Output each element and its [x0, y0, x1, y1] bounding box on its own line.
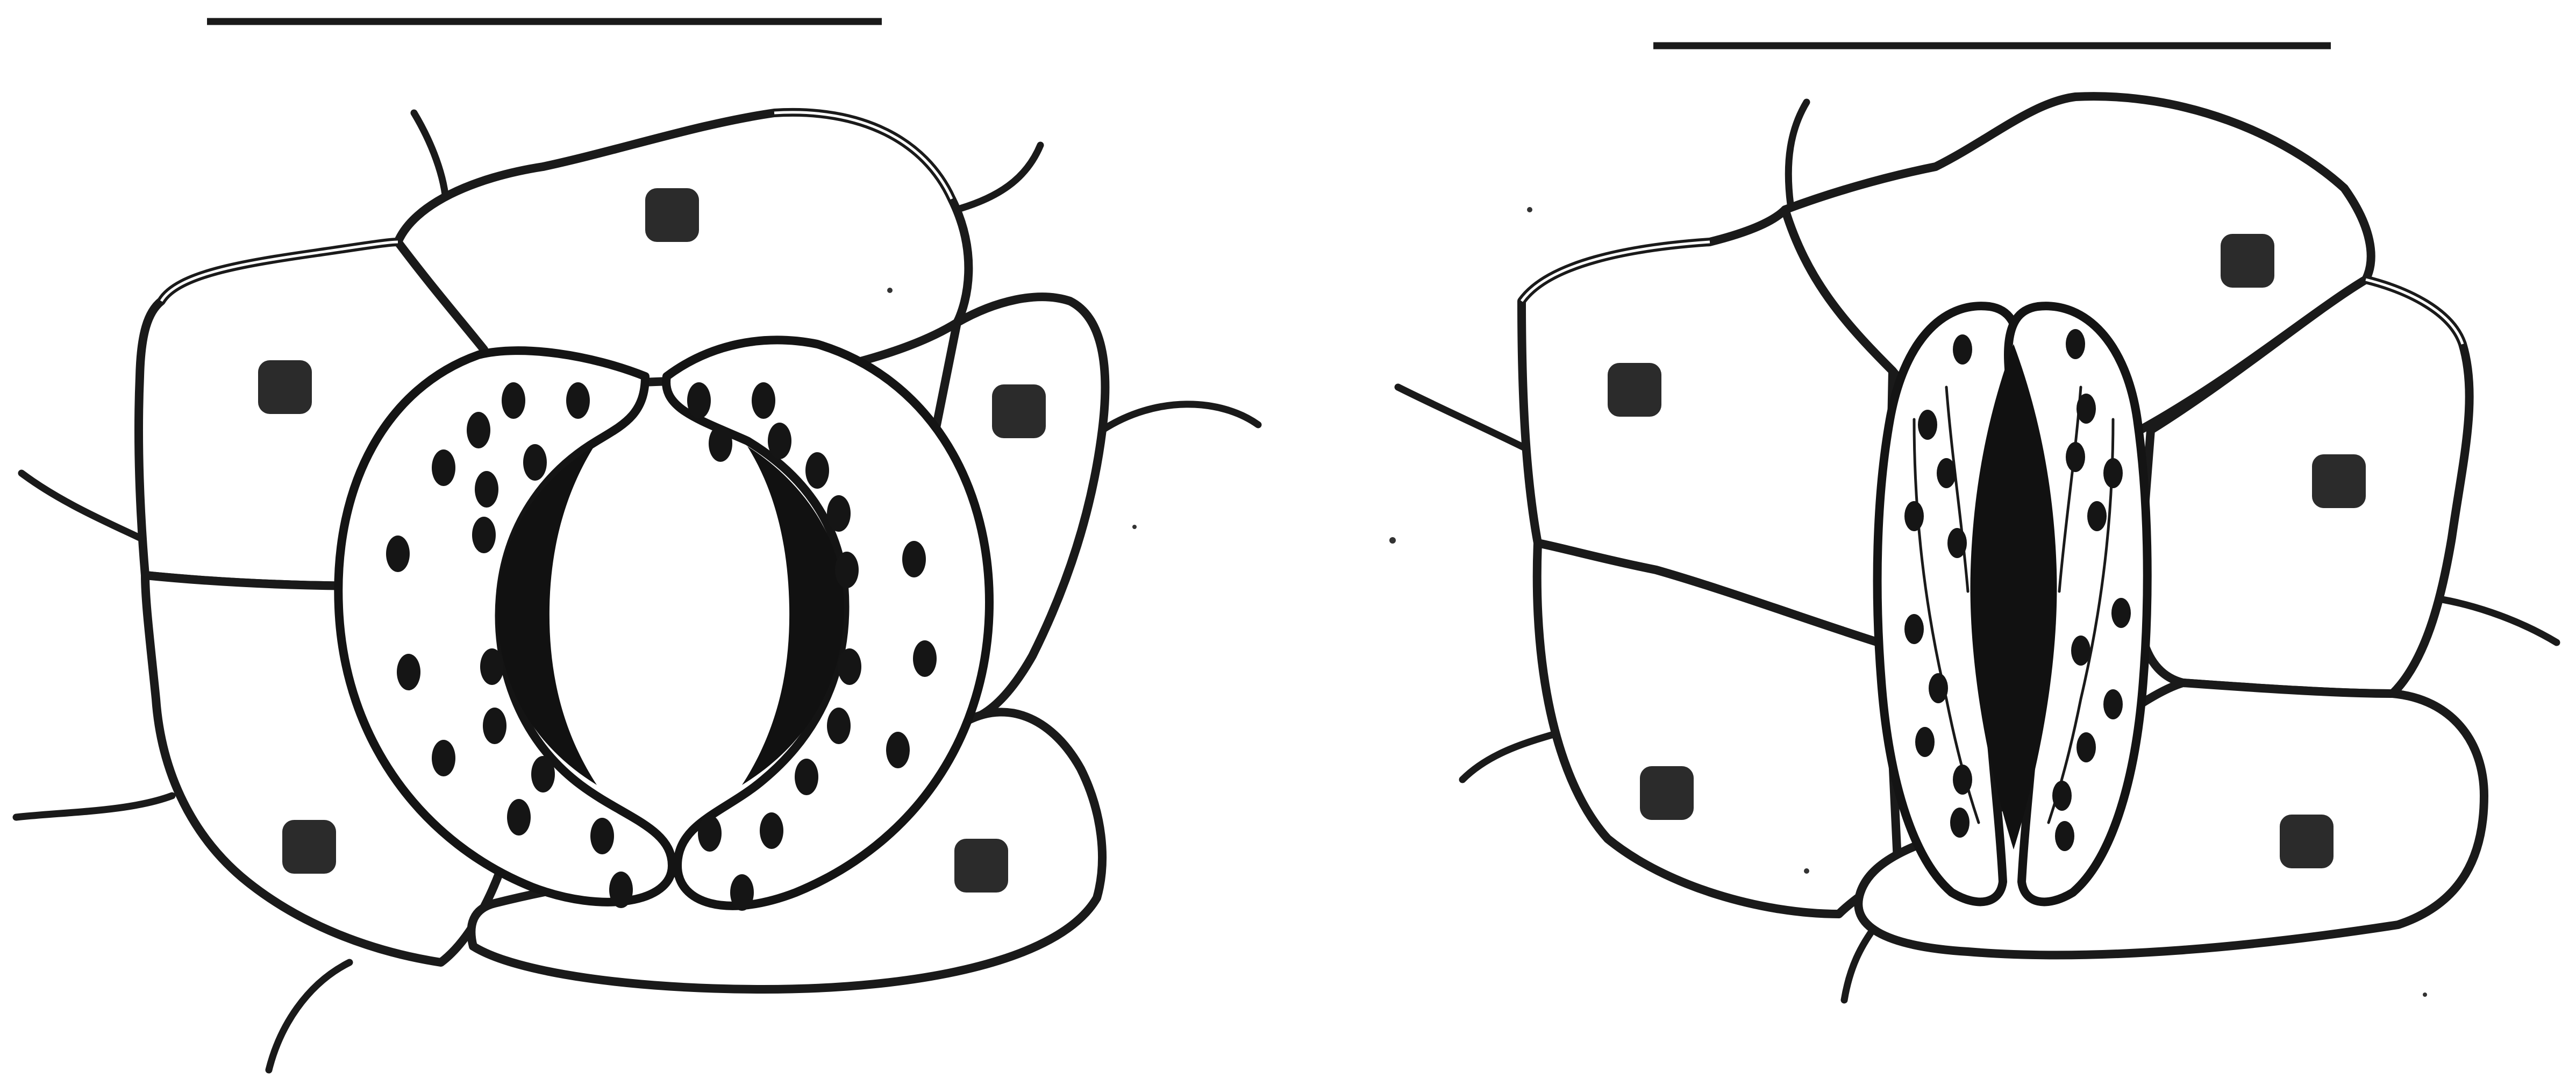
chloroplast: [590, 818, 614, 854]
chloroplast: [472, 517, 496, 553]
chloroplast: [2103, 458, 2123, 488]
chloroplast: [805, 452, 829, 489]
chloroplast: [1918, 410, 1937, 440]
nucleus: [1640, 766, 1694, 820]
chloroplast: [475, 471, 498, 508]
loose-wall: [1462, 731, 1565, 780]
speck: [1527, 207, 1532, 212]
chloroplast: [768, 423, 791, 459]
speck: [1389, 537, 1396, 544]
chloroplast: [752, 382, 775, 419]
chloroplast: [1953, 334, 1972, 365]
chloroplast: [1937, 458, 1956, 488]
nucleus: [954, 839, 1008, 893]
chloroplast: [483, 708, 506, 744]
chloroplast: [886, 732, 910, 768]
loose-wall: [1102, 404, 1258, 430]
chloroplast: [2066, 442, 2085, 472]
chloroplast: [1904, 614, 1924, 644]
chloroplast: [709, 425, 732, 462]
loose-wall: [269, 962, 349, 1070]
chloroplast: [432, 740, 455, 776]
loose-wall: [16, 796, 172, 817]
chloroplast: [913, 640, 937, 677]
loose-wall: [1788, 102, 1807, 204]
chloroplast: [2087, 501, 2107, 531]
loose-wall: [22, 473, 151, 543]
chloroplast: [1953, 765, 1972, 795]
chloroplast: [386, 536, 410, 572]
loose-wall: [2425, 597, 2557, 642]
chloroplast: [827, 495, 851, 532]
chloroplast: [2103, 689, 2123, 719]
nucleus: [282, 820, 336, 874]
chloroplast: [838, 648, 861, 685]
speck: [1804, 868, 1809, 874]
chloroplast: [523, 444, 547, 481]
chloroplast: [760, 812, 783, 849]
chloroplast: [795, 759, 818, 795]
chloroplast: [2071, 636, 2090, 666]
closed-stoma-panel: [1398, 46, 2557, 1000]
nucleus: [2312, 454, 2366, 508]
speck: [2423, 993, 2427, 997]
chloroplast: [1904, 501, 1924, 531]
chloroplast: [566, 382, 590, 419]
chloroplast: [1929, 673, 1948, 703]
chloroplast: [902, 541, 926, 577]
chloroplast: [687, 382, 711, 419]
nucleus: [992, 384, 1046, 438]
nucleus: [645, 188, 699, 242]
chloroplast: [730, 874, 754, 911]
chloroplast: [835, 552, 859, 588]
chloroplast: [1947, 528, 1967, 558]
chloroplast: [1950, 808, 1970, 838]
speck: [887, 288, 893, 293]
chloroplast: [2066, 329, 2085, 359]
loose-wall: [946, 145, 1040, 212]
chloroplast: [698, 815, 722, 852]
nucleus: [2221, 234, 2274, 288]
chloroplast: [397, 654, 420, 690]
chloroplast: [467, 412, 490, 448]
loose-wall: [1844, 925, 1876, 1000]
chloroplast: [480, 648, 504, 685]
nucleus: [2280, 815, 2334, 868]
chloroplast: [609, 872, 633, 908]
nucleus: [258, 360, 312, 414]
chloroplast: [507, 799, 531, 836]
chloroplast: [2077, 732, 2096, 762]
chloroplast: [1915, 727, 1935, 757]
speck: [1132, 525, 1137, 529]
nucleus: [1608, 363, 1661, 417]
chloroplast: [2052, 781, 2072, 811]
chloroplast: [827, 708, 851, 744]
loose-wall: [1398, 387, 1532, 452]
chloroplast: [2111, 598, 2131, 628]
chloroplast: [432, 449, 455, 486]
chloroplast: [502, 382, 525, 419]
chloroplast: [531, 756, 555, 793]
chloroplast: [2055, 821, 2074, 851]
open-stoma-panel: [16, 22, 1258, 1070]
chloroplast: [2077, 394, 2096, 424]
